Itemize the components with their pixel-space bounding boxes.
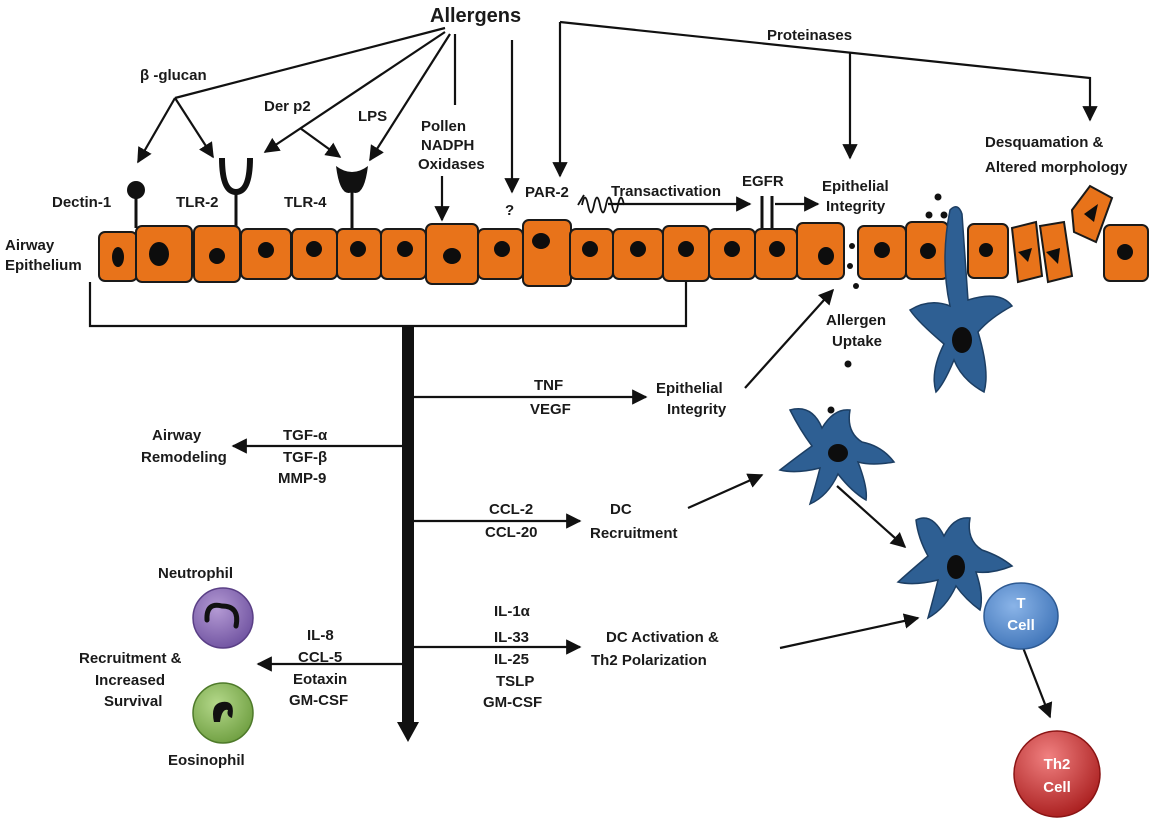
epithelial-cell <box>380 228 427 280</box>
label-der-p2: Der p2 <box>264 98 311 115</box>
label-epithelial-integrity-top-2: Integrity <box>826 198 886 215</box>
label-tlr2: TLR-2 <box>176 194 219 211</box>
t-cell-label-1: T <box>1016 595 1025 612</box>
mediator-vegf: VEGF <box>530 401 571 418</box>
eosinophil-cell <box>192 682 254 744</box>
mediator-il25: IL-25 <box>494 651 529 668</box>
epithelial-cell <box>135 225 193 283</box>
dendritic-cell-recruited <box>778 408 896 506</box>
signal-bracket <box>88 282 688 328</box>
epithelial-cell <box>522 219 572 287</box>
mediator-gmcsf: GM-CSF <box>289 692 348 709</box>
effect-epithelial-integrity-2: Integrity <box>667 401 727 418</box>
epithelial-cell <box>662 225 710 282</box>
label-nadph: NADPH <box>421 137 474 154</box>
label-lps: LPS <box>358 108 387 125</box>
effect-dc-activation: DC Activation & <box>606 629 719 646</box>
epithelial-cell <box>98 231 138 282</box>
mediator-tnf: TNF <box>534 377 563 394</box>
epithelial-cell <box>569 228 614 280</box>
mediator-il8: IL-8 <box>307 627 334 644</box>
effect-recruitment-and: Recruitment & <box>79 650 182 667</box>
epithelial-cell <box>336 228 382 280</box>
epithelial-cell <box>1070 184 1114 244</box>
epithelial-cell <box>612 228 664 280</box>
th2-cell: Th2 Cell <box>1013 730 1101 818</box>
label-unknown: ? <box>505 202 514 219</box>
dectin1-receptor <box>127 181 145 228</box>
dendritic-cell-activated <box>896 517 1014 620</box>
label-pollen: Pollen <box>421 118 466 135</box>
label-desquamation-2: Altered morphology <box>985 159 1128 176</box>
epithelial-cell <box>240 228 292 280</box>
effect-dc: DC <box>610 501 632 518</box>
main-signal-arrow <box>397 326 419 742</box>
epithelial-cell <box>796 222 845 280</box>
th2-cell-label-2: Cell <box>1043 779 1071 796</box>
epithelial-cell <box>1103 224 1149 282</box>
t-cell: T Cell <box>983 582 1059 650</box>
mediator-tgf-alpha: TGF-α <box>283 427 328 444</box>
mediator-eotaxin: Eotaxin <box>293 671 347 688</box>
mediator-tslp: TSLP <box>496 673 534 690</box>
effect-airway: Airway <box>152 427 202 444</box>
effect-th2-polarization: Th2 Polarization <box>591 652 707 669</box>
label-oxidases: Oxidases <box>418 156 485 173</box>
mediator-ccl5: CCL-5 <box>298 649 342 666</box>
egfr-receptor <box>760 196 774 232</box>
label-egfr: EGFR <box>742 173 784 190</box>
mediator-il1a: IL-1α <box>494 603 531 620</box>
branch-arrows <box>231 288 1053 719</box>
tlr2-receptor <box>219 157 253 228</box>
effect-remodeling: Remodeling <box>141 449 227 466</box>
epithelial-cell <box>291 228 338 280</box>
epithelial-cell <box>967 223 1009 279</box>
epithelial-cell <box>1010 220 1044 284</box>
epithelial-cell <box>754 228 798 280</box>
tlr4-receptor <box>336 166 368 228</box>
epithelial-cell <box>1038 220 1074 284</box>
epithelial-cell <box>425 223 479 285</box>
label-desquamation-1: Desquamation & <box>985 134 1104 151</box>
label-dectin1: Dectin-1 <box>52 194 111 211</box>
label-transactivation: Transactivation <box>611 183 721 200</box>
label-eosinophil: Eosinophil <box>168 752 245 769</box>
allergen-particles <box>827 193 948 414</box>
title-allergens: Allergens <box>430 5 521 27</box>
label-tlr4: TLR-4 <box>284 194 327 211</box>
epithelial-cell <box>905 221 949 280</box>
label-airway: Airway <box>5 237 55 254</box>
epithelial-cell <box>708 228 756 280</box>
allergen-arrows <box>137 20 1098 222</box>
epithelial-cell <box>193 225 241 283</box>
label-beta-glucan: β -glucan <box>140 67 207 84</box>
effect-recruitment: Recruitment <box>590 525 678 542</box>
mediator-ccl20: CCL-20 <box>485 524 538 541</box>
mediator-mmp9: MMP-9 <box>278 470 326 487</box>
label-proteinases: Proteinases <box>767 27 852 44</box>
mediator-gmcsf-dc: GM-CSF <box>483 694 542 711</box>
label-epithelium: Epithelium <box>5 257 82 274</box>
mediator-il33: IL-33 <box>494 629 529 646</box>
par2-receptor <box>577 194 625 214</box>
mediator-tgf-beta: TGF-β <box>283 449 327 466</box>
label-neutrophil: Neutrophil <box>158 565 233 582</box>
epithelial-layer <box>98 184 1149 287</box>
effect-increased: Increased <box>95 672 165 689</box>
t-cell-label-2: Cell <box>1007 617 1035 634</box>
neutrophil-cell <box>192 587 254 649</box>
label-epithelial-integrity-top-1: Epithelial <box>822 178 889 195</box>
dendritic-cell-epithelial <box>908 206 1014 394</box>
label-allergen-uptake-1: Allergen <box>826 312 886 329</box>
epithelial-cell <box>857 225 907 280</box>
effect-survival: Survival <box>104 693 162 710</box>
mediator-ccl2: CCL-2 <box>489 501 533 518</box>
epithelial-cell <box>477 228 524 280</box>
effect-epithelial-integrity-1: Epithelial <box>656 380 723 397</box>
label-allergen-uptake-2: Uptake <box>832 333 882 350</box>
th2-cell-label-1: Th2 <box>1044 756 1071 773</box>
label-par2: PAR-2 <box>525 184 569 201</box>
